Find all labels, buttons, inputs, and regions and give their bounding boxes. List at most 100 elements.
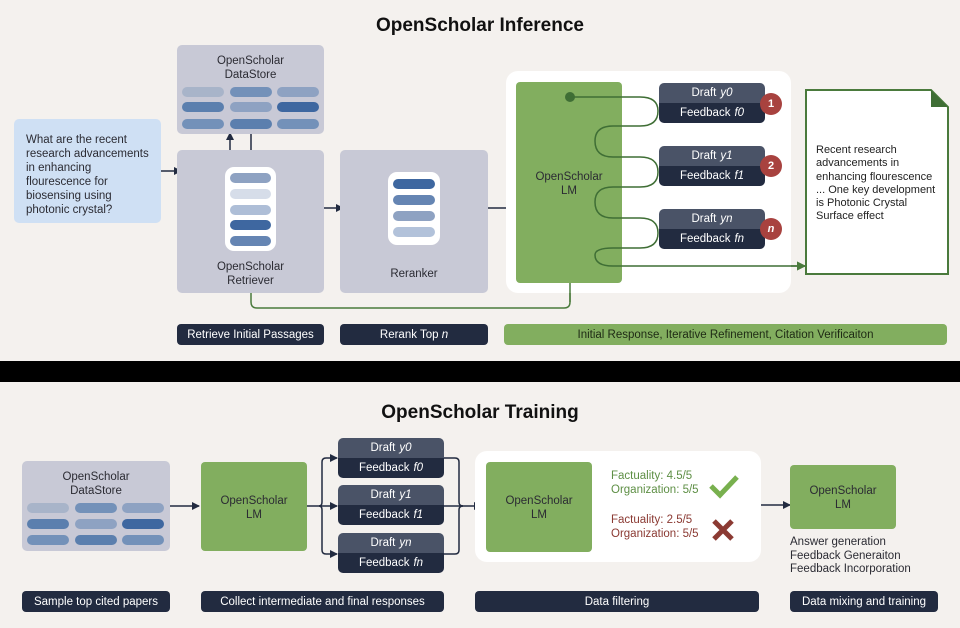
inference-lm-box: OpenScholar LM <box>516 82 622 283</box>
reranker-label: Reranker <box>390 268 438 280</box>
reranked-passage-stack <box>388 172 440 245</box>
feedback-prefix: Feedback <box>679 170 731 182</box>
feedback-var: fn <box>734 233 745 245</box>
training-lm-box: OpenScholar LM <box>201 462 307 551</box>
datastore-passage <box>75 535 117 545</box>
iteration-badge: 1 <box>760 93 782 115</box>
training-datastore-label: OpenScholar DataStore <box>22 470 170 498</box>
arrow-to-draft-0 <box>318 454 338 507</box>
draft-var: yn <box>399 537 412 549</box>
training-lm-label-line1: OpenScholar <box>220 495 288 507</box>
query-box: What are the recent research advancement… <box>14 119 161 223</box>
datastore-passage <box>27 519 69 529</box>
rejected-factuality: Factuality: 2.5/5 <box>611 514 693 526</box>
datastore-passage <box>182 119 224 129</box>
reranked-passage <box>393 211 435 221</box>
datastore-passage <box>277 119 319 129</box>
accepted-organization: Organization: 5/5 <box>611 484 699 496</box>
inference-lm-label: OpenScholar LM <box>516 170 622 198</box>
stage-label-response: Initial Response, Iterative Refinement, … <box>504 324 947 345</box>
retriever-box: OpenScholar Retriever <box>177 150 324 293</box>
inference-lm-label-line2: LM <box>561 185 577 197</box>
draft-prefix: Draft <box>691 213 717 225</box>
filter-lm-label-line1: OpenScholar <box>505 495 573 507</box>
reranked-passage <box>393 179 435 189</box>
datastore-label-line1: OpenScholar <box>216 55 285 67</box>
feedback-var: f0 <box>413 462 424 474</box>
final-lm-box: OpenScholar LM <box>790 465 896 529</box>
cross-icon <box>712 519 734 541</box>
reranked-passage <box>393 195 435 205</box>
final-lm-label: OpenScholar LM <box>790 484 896 512</box>
filter-lm-label-line2: LM <box>531 509 547 521</box>
draft-prefix: Draft <box>370 442 396 454</box>
rejected-organization: Organization: 5/5 <box>611 528 699 540</box>
feedback-var: fn <box>413 557 424 569</box>
datastore-passage <box>230 87 272 97</box>
output-document-text: Recent research advancements in enhancin… <box>816 144 936 223</box>
datastore-passage <box>75 503 117 513</box>
final-lm-label-line2: LM <box>835 499 851 511</box>
retrieved-passage <box>230 205 271 215</box>
stage-label-retrieve: Retrieve Initial Passages <box>177 324 324 345</box>
stage-label-filter: Data filtering <box>475 591 759 612</box>
datastore-passage <box>182 87 224 97</box>
datastore-passage <box>230 102 272 112</box>
stage-label-sample: Sample top cited papers <box>22 591 170 612</box>
datastore-passage <box>277 87 319 97</box>
inference-title: OpenScholar Inference <box>375 15 584 36</box>
datastore-passage <box>27 503 69 513</box>
draft-prefix: Draft <box>691 87 717 99</box>
reranker-box: Reranker <box>340 150 488 293</box>
retriever-label-line2: Retriever <box>227 275 274 287</box>
final-task: Feedback Incorporation <box>790 563 911 575</box>
feedback-prefix: Feedback <box>358 509 410 521</box>
final-task-list: Answer generation Feedback Generaiton Fe… <box>790 536 911 577</box>
feedback-prefix: Feedback <box>358 462 410 474</box>
draft-var: y0 <box>399 442 412 454</box>
training-datastore-label-line2: DataStore <box>70 485 122 497</box>
draft-var: y0 <box>720 87 733 99</box>
datastore-passage <box>182 102 224 112</box>
retriever-passage-stack <box>225 167 276 251</box>
output-document <box>805 89 949 275</box>
reranked-passage <box>393 227 435 237</box>
retrieved-passage <box>230 236 271 246</box>
training-lm-label-line2: LM <box>246 509 262 521</box>
filter-lm-label: OpenScholar LM <box>486 494 592 522</box>
rerank-var: n <box>441 328 449 341</box>
stage-label-mix: Data mixing and training <box>790 591 938 612</box>
datastore-passage <box>230 119 272 129</box>
data-filtering-card: OpenScholar LM Factuality: 4.5/5 Organiz… <box>475 451 761 562</box>
arrow-to-draft-n <box>318 505 338 558</box>
training-datastore: OpenScholar DataStore <box>22 461 170 551</box>
datastore-passage <box>75 519 117 529</box>
datastore-passage <box>122 503 164 513</box>
datastore-label: OpenScholar DataStore <box>177 54 324 82</box>
document-fold-icon <box>931 90 948 107</box>
retrieved-passage <box>230 220 271 230</box>
accepted-scores: Factuality: 4.5/5 Organization: 5/5 <box>611 469 699 497</box>
retriever-label-line1: OpenScholar <box>216 261 285 273</box>
draft-var: y1 <box>399 489 412 501</box>
draft-prefix: Draft <box>370 537 396 549</box>
stage-label-collect: Collect intermediate and final responses <box>201 591 444 612</box>
datastore-passage <box>27 535 69 545</box>
draft-prefix: Draft <box>691 150 717 162</box>
stage-label-rerank: Rerank Top n <box>340 324 488 345</box>
draft-var: y1 <box>720 150 733 162</box>
section-divider <box>0 361 960 382</box>
datastore-label-line2: DataStore <box>224 69 277 81</box>
